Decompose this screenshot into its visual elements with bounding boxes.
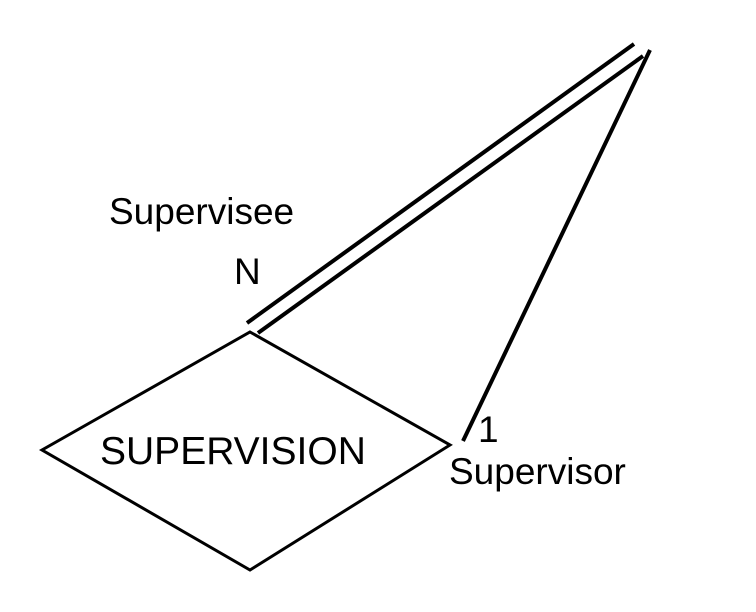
supervisee-connector	[245, 42, 645, 335]
relationship-name: SUPERVISION	[100, 430, 366, 473]
supervisee-line-inner	[256, 54, 645, 335]
supervisee-line-outer	[245, 42, 636, 325]
supervisor-role-label: Supervisor	[449, 451, 626, 492]
supervision-diamond	[38, 330, 453, 572]
supervisee-role-label: Supervisee	[109, 191, 294, 232]
supervisor-connector	[461, 49, 652, 442]
supervisor-cardinality-label: 1	[478, 409, 499, 450]
supervisee-cardinality-label: N	[234, 251, 261, 292]
